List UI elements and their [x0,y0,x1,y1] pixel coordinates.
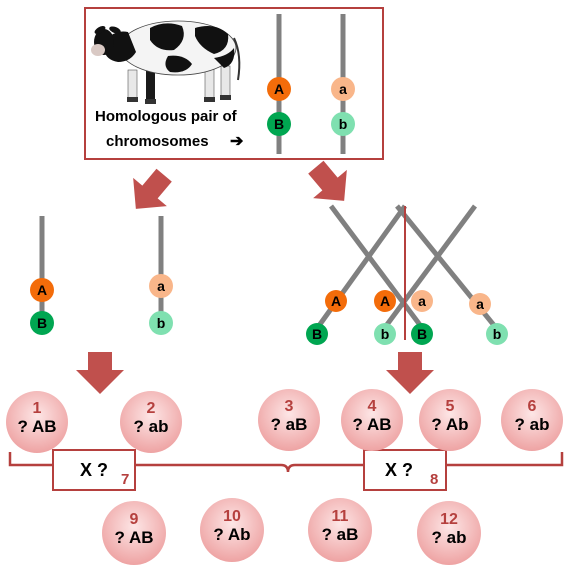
grouping-brace [8,452,564,473]
caption-arrow-icon: ➔ [230,133,244,150]
allele-label: B [417,326,427,342]
allele-label: B [37,315,47,331]
cross-box-2 [363,449,447,491]
offspring-label: ? AB [114,528,153,547]
cow-illustration [91,20,241,104]
gamete-label: ? AB [352,415,391,434]
allele-label: a [476,296,484,312]
left-chromosome-2: a b [149,216,173,335]
arrow-down-left [76,352,124,394]
offspring-circle-9: 9 ? AB [102,501,166,565]
top-chromosome-2: a b [331,14,355,154]
offspring-number: 11 [332,508,349,525]
gamete-circle-4: 4 ? AB [341,389,403,451]
offspring-circle-11: 11 ? aB [308,498,372,562]
gamete-number: 3 [285,398,294,415]
crossover-chromosome-3: a B [411,290,433,345]
offspring-label: ? Ab [213,525,250,544]
arrow-left-down [133,168,172,209]
arrow-down-right [386,352,434,394]
cross-box-1 [52,449,136,491]
gamete-circle-2: 2 ? ab [120,391,182,453]
gamete-label: ? aB [271,415,308,434]
gamete-number: 1 [33,400,42,417]
gamete-number: 4 [368,398,377,415]
allele-label: A [274,81,284,97]
gamete-circle-6: 6 ? ab [501,389,563,451]
offspring-number: 12 [440,511,458,528]
offspring-circle-12: 12 ? ab [417,501,481,565]
offspring-number: 10 [223,508,241,525]
gamete-number: 5 [446,398,455,415]
allele-label: A [380,293,390,309]
allele-label: a [339,81,347,97]
gamete-circle-5: 5 ? Ab [419,389,481,451]
offspring-circle-10: 10 ? Ab [200,498,264,562]
caption-line-2: chromosomes [106,133,209,150]
gamete-label: ? ab [134,417,169,436]
allele-label: b [381,326,390,342]
offspring-label: ? ab [432,528,467,547]
allele-label: a [157,278,165,294]
crossover-chromosome-2: A b [374,290,396,345]
left-chromosome-1: A B [30,216,54,335]
allele-label: b [339,116,348,132]
allele-label: b [157,315,166,331]
allele-label: B [274,116,284,132]
cross-label-1: X ? [80,460,108,480]
allele-label: A [331,293,341,309]
allele-label: B [312,326,322,342]
offspring-number: 9 [130,511,139,528]
crossover-chromosome-1: A B [306,290,347,345]
gamete-label: ? AB [17,417,56,436]
cross-number-1: 7 [121,471,129,488]
cross-number-2: 8 [430,471,438,488]
offspring-label: ? aB [322,525,359,544]
caption-line-1: Homologous pair of [95,108,238,125]
arrow-right-down [308,160,347,201]
allele-label: a [418,293,426,309]
allele-label: A [37,282,47,298]
gamete-number: 6 [528,398,537,415]
crossover-chromosome-4: a b [469,293,508,345]
gamete-circle-3: 3 ? aB [258,389,320,451]
gamete-label: ? Ab [431,415,468,434]
allele-label: b [493,326,502,342]
cross-label-2: X ? [385,460,413,480]
top-chromosome-1: A B [267,14,291,154]
gamete-number: 2 [147,400,156,417]
gamete-label: ? ab [515,415,550,434]
gamete-circle-1: 1 ? AB [6,391,68,453]
